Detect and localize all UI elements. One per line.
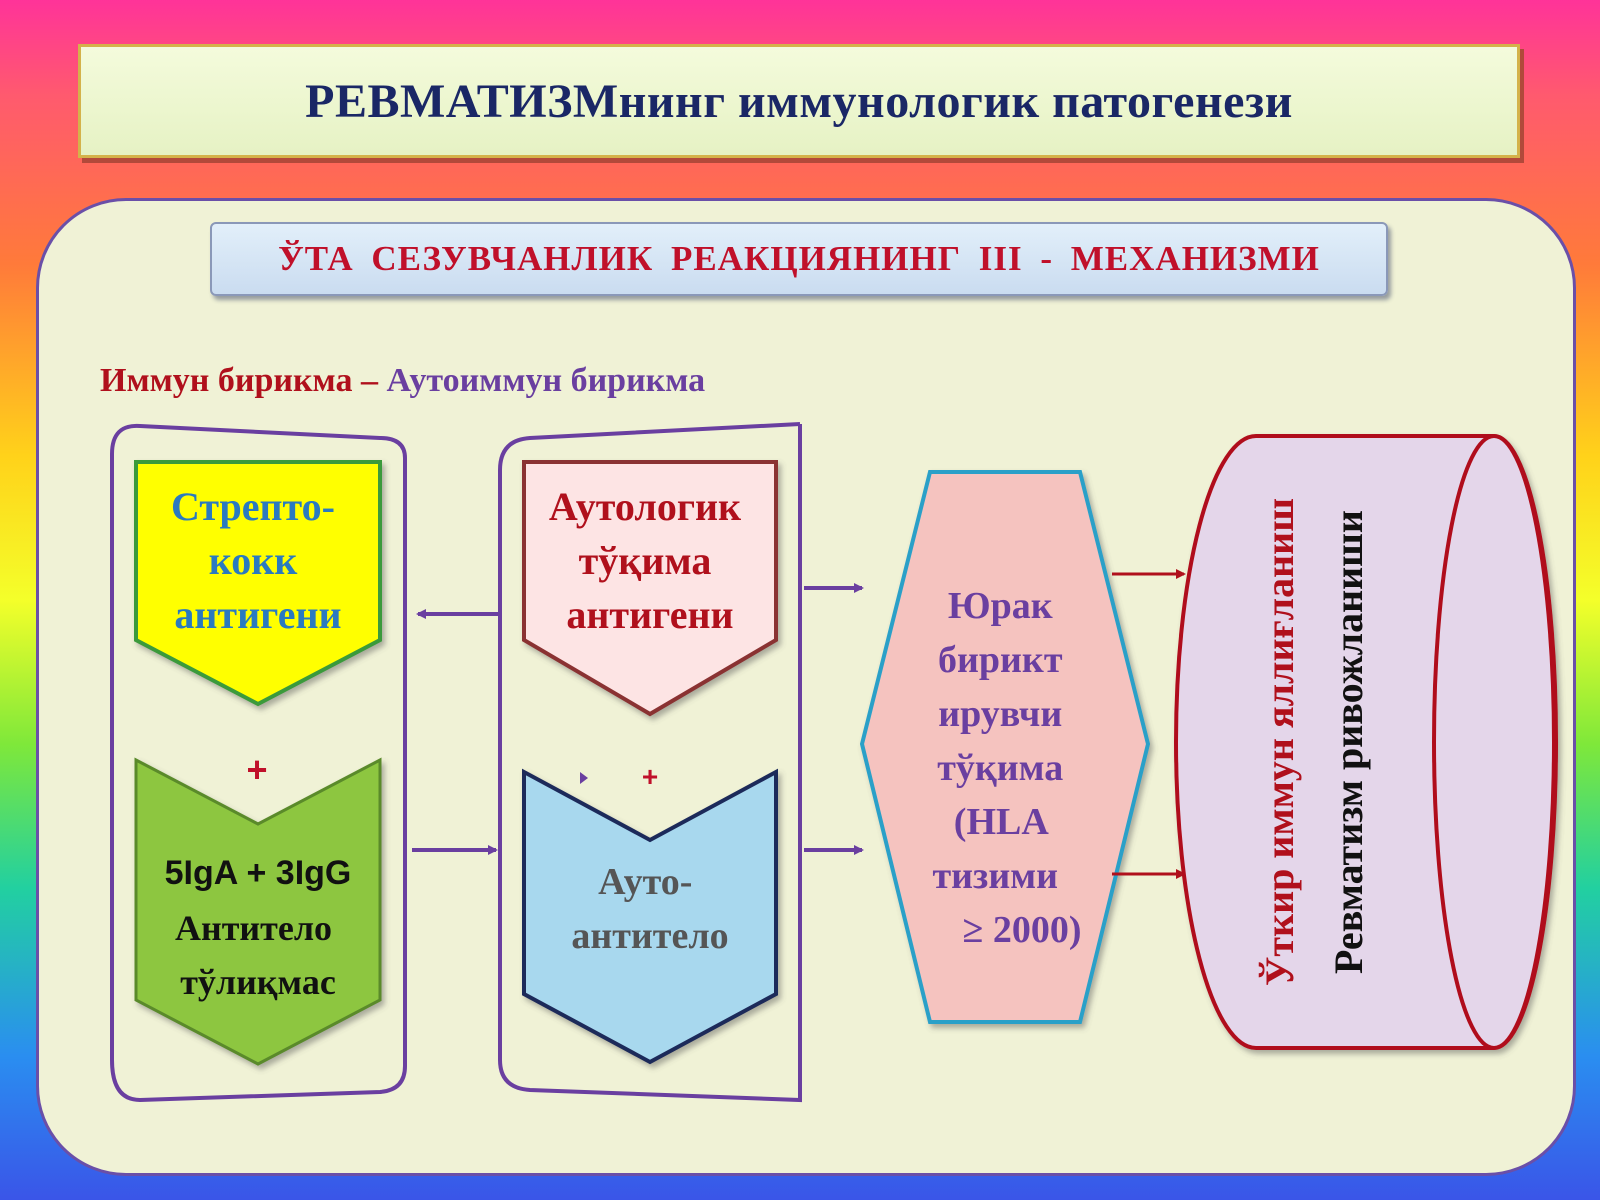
caption-immune-complex: Иммун бирикма – [100,362,387,399]
svg-text:Юрак бирикт ирувчи: Юрак бирикт ирувчи тўқима (HLA тизими ≥ … [932,585,1081,951]
cylinder-label-rheumatism-development: Ревматизм ривожланиши [1326,510,1371,974]
heart-line-4: тўқима [937,747,1063,789]
streptococcus-line-2: кокк [209,538,298,583]
antibody-line-1: 5IgA + 3IgG [165,854,352,892]
autologous-line-1: Аутологик [549,484,741,529]
streptococcus-line-3: антигени [174,592,341,637]
heart-line-2: бирикт [938,639,1063,681]
autologous-line-3: антигени [566,592,733,637]
svg-text:Антитело тўлиқмас: Антитело тўлиқмас [175,908,341,1002]
heart-tissue-node [859,470,1151,1024]
page-title: РЕВМАТИЗМнинг иммунологик патогенези [305,74,1293,128]
autoantibody-line-1: Ауто- [598,861,692,903]
heart-line-1: Юрак [948,585,1053,627]
cylinder-label-acute-inflammation: Ўткир иммун яллиғланиш [1257,498,1302,986]
heart-line-6: тизими [932,855,1058,897]
autoantibody-line-2: антитело [571,915,728,957]
autoantibody-node [522,768,778,1065]
antibody-line-2: Антитело [175,908,332,948]
plus-sign-right: + [642,761,658,792]
antibody-line-3: тўлиқмас [180,962,336,1002]
heart-line-5: (HLA [954,801,1050,843]
antibody-node [134,757,382,1066]
autologous-antigen-node [522,460,778,717]
outcome-cylinder [1174,434,1559,1050]
small-triangle-marker [580,772,588,784]
streptococcus-line-1: Стрепто- [171,484,335,529]
subtitle: ЎТА СЕЗУВЧАНЛИК РЕАКЦИЯНИНГ III - МЕХАНИ… [278,239,1320,278]
caption-autoimmune-complex: Аутоиммун бирикма [386,362,706,399]
caption: Иммун бирикма – Аутоиммун бирикма [100,362,705,400]
middle-group-bracket [498,422,802,1103]
svg-text:Стрепто- кокк антигени: Стрепто- кокк антигени [171,484,345,637]
plus-sign-left: + [246,749,267,790]
subtitle-box: ЎТА СЕЗУВЧАНЛИК РЕАКЦИЯНИНГ III - МЕХАНИ… [210,222,1388,296]
streptococcus-antigen-node [134,460,382,707]
left-group-bracket [110,423,407,1103]
autologous-line-2: тўқима [579,538,712,583]
svg-text:Ауто- антитело: Ауто- антитело [571,861,728,957]
svg-text:Аутологик тўқима антиг: Аутологик тўқима антигени [549,484,751,637]
title-bar: РЕВМАТИЗМнинг иммунологик патогенези [78,44,1520,158]
heart-line-3: ирувчи [938,693,1062,735]
heart-line-7: ≥ 2000) [962,909,1081,951]
